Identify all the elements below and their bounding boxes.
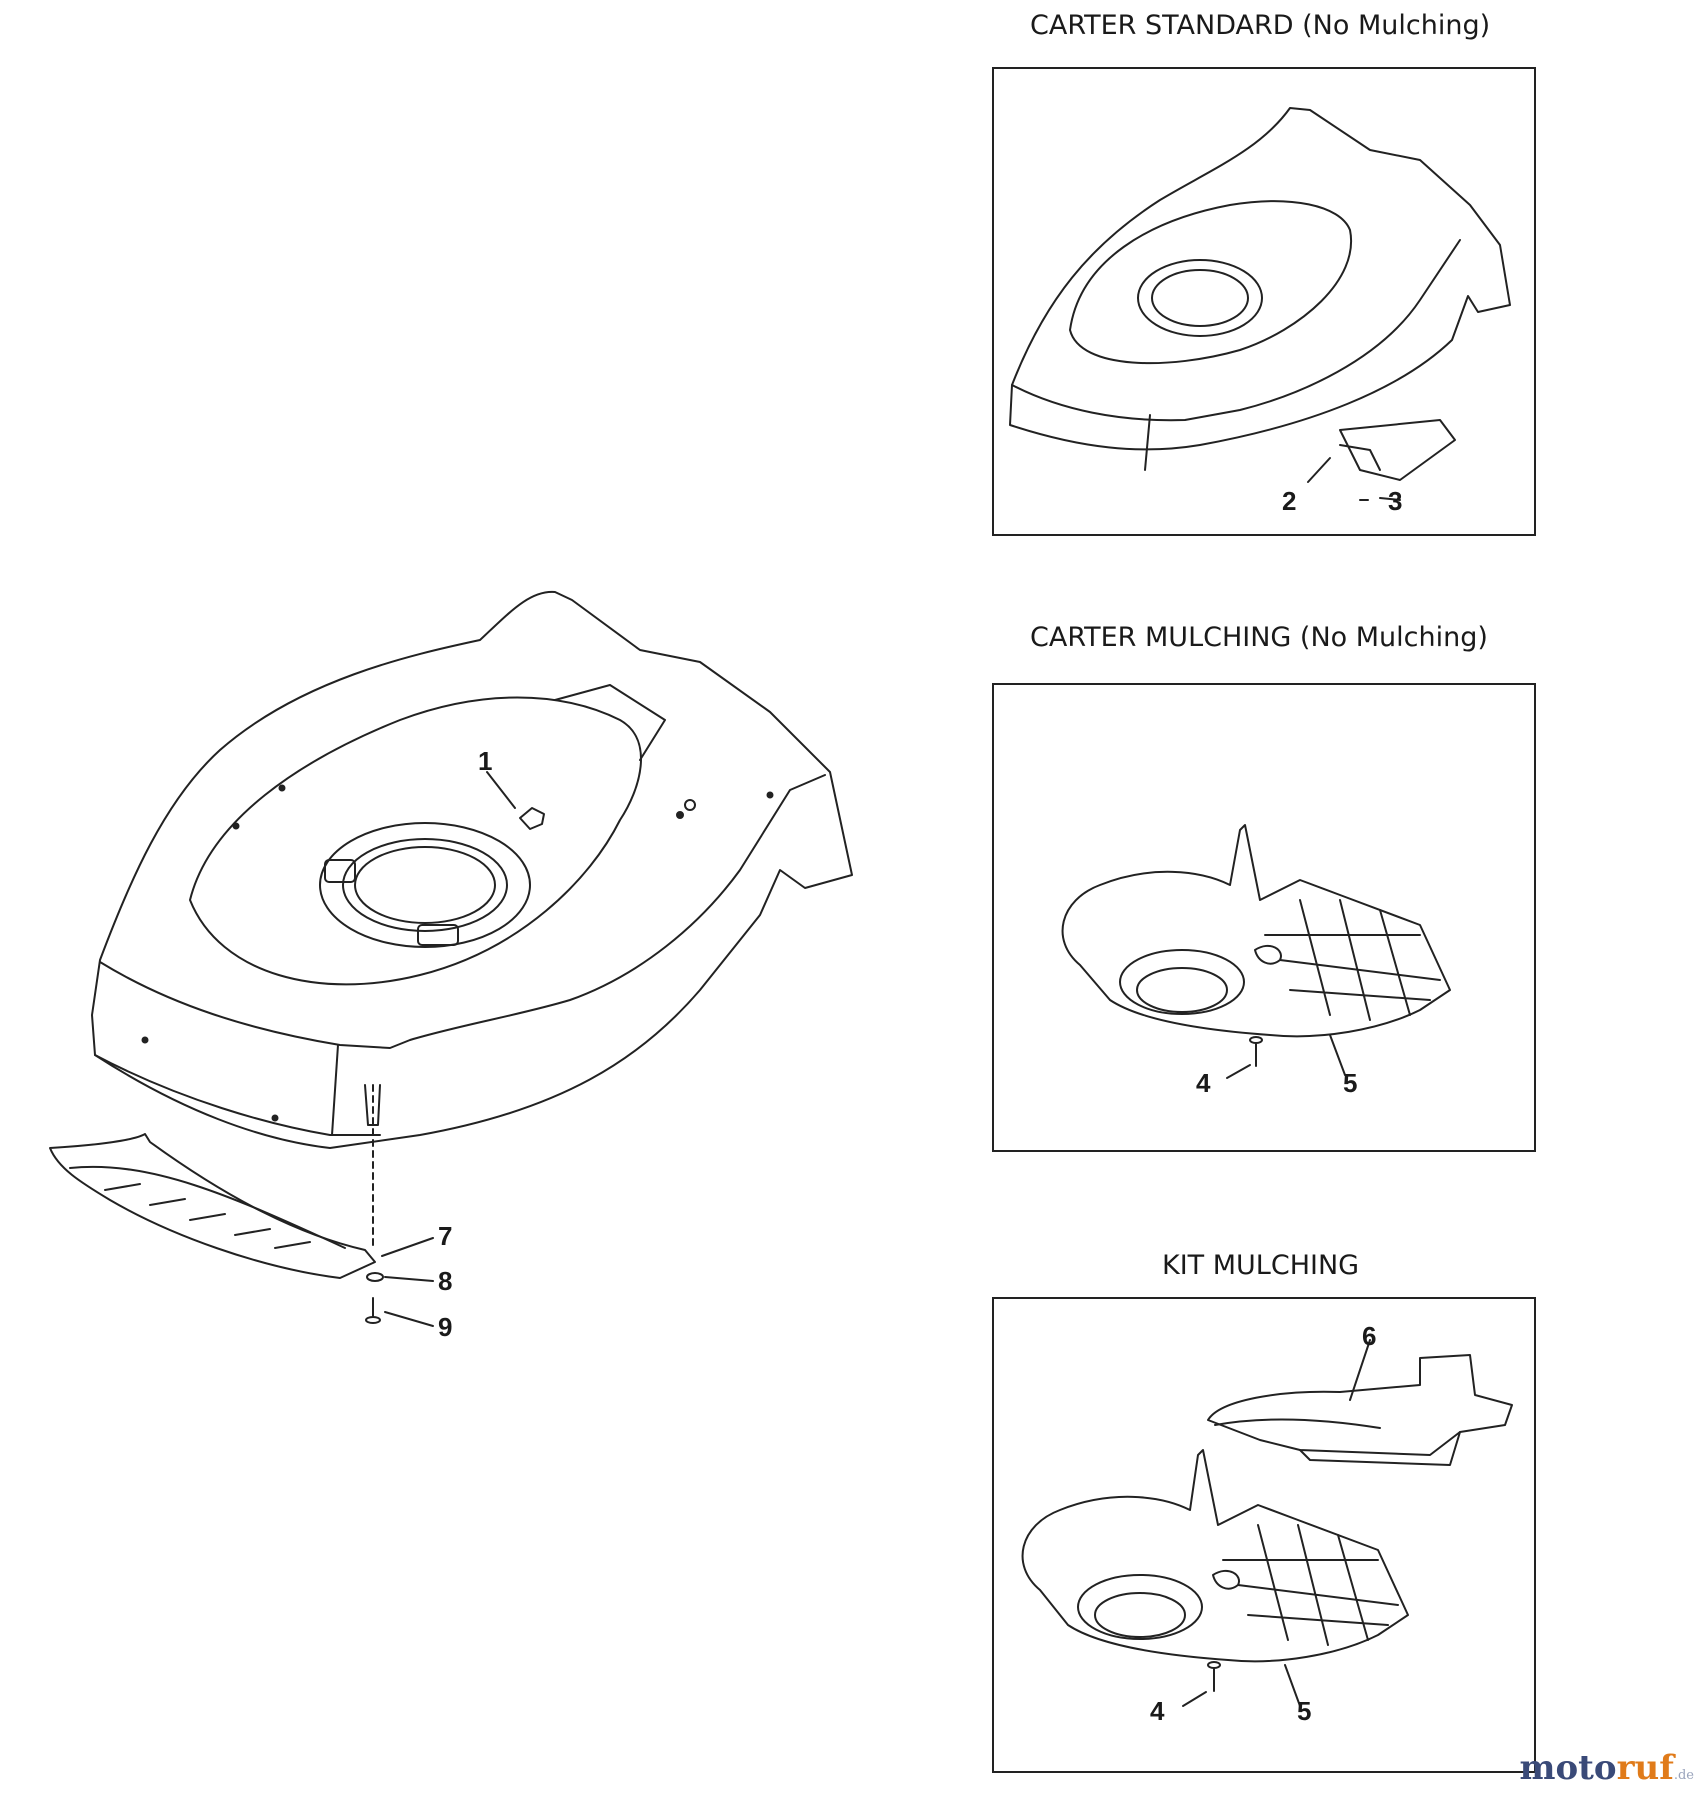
panel-title-carter-standard: CARTER STANDARD (No Mulching) — [1030, 10, 1491, 41]
watermark-logo: motoruf.de — [1520, 1748, 1694, 1788]
washer-illustration — [366, 1272, 384, 1282]
carter-mulching-illustration — [1061, 824, 1451, 1079]
callout-5-kit: 5 — [1297, 1696, 1311, 1726]
callout-9: 9 — [438, 1312, 452, 1342]
callout-5: 5 — [1343, 1068, 1357, 1098]
callout-4-kit: 4 — [1150, 1696, 1165, 1726]
callout-8: 8 — [438, 1266, 452, 1296]
watermark-brand-b: ruf — [1616, 1748, 1674, 1788]
callout-1: 1 — [478, 746, 492, 776]
watermark-suffix: .de — [1673, 1768, 1694, 1783]
callout-4: 4 — [1196, 1068, 1211, 1098]
main-deck-illustration — [91, 590, 853, 1251]
carter-standard-illustration — [1009, 107, 1511, 501]
kit-mulching-illustration — [1021, 1339, 1513, 1707]
panel-title-kit-mulching: KIT MULCHING — [1162, 1250, 1360, 1281]
front-deflector-illustration — [49, 1133, 376, 1279]
callout-6: 6 — [1362, 1321, 1376, 1351]
callout-3: 3 — [1388, 486, 1402, 516]
watermark-brand-a: moto — [1519, 1748, 1617, 1788]
callout-2: 2 — [1282, 486, 1296, 516]
panel-title-carter-mulching: CARTER MULCHING (No Mulching) — [1030, 622, 1488, 653]
callout-7: 7 — [438, 1221, 452, 1251]
screw-illustration — [365, 1297, 381, 1324]
